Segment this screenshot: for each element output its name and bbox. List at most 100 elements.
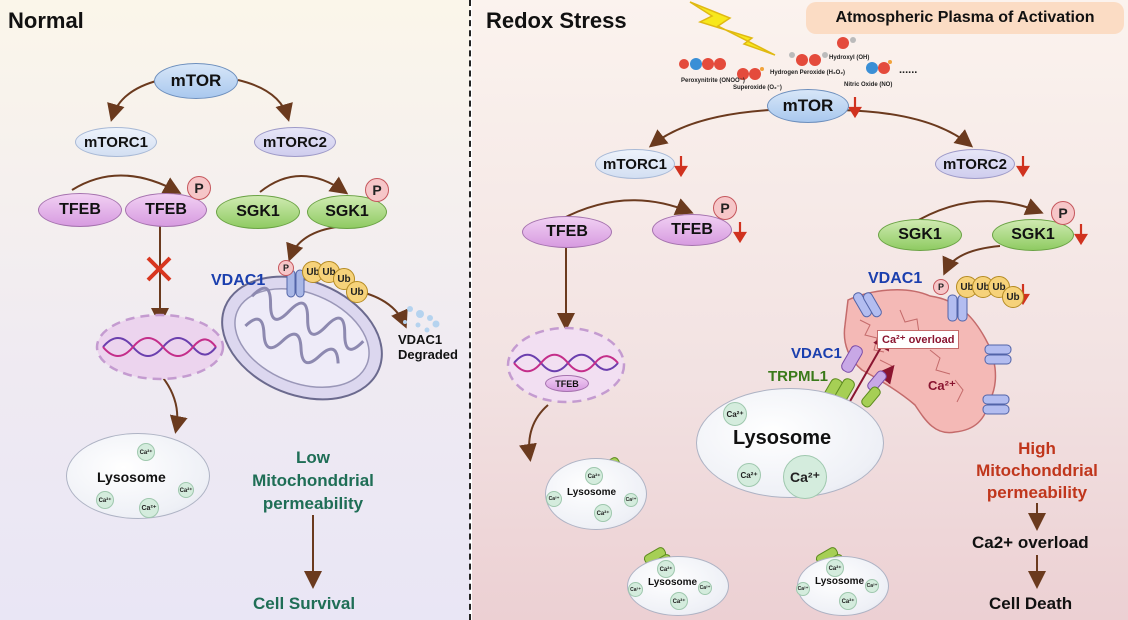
- phosphate-badge-tfeb-stress: P: [713, 196, 737, 220]
- vdac1-phosphate-badge-stress: P: [933, 279, 949, 295]
- calcium-ion-small: Ca²⁺: [585, 467, 603, 485]
- vdac1-label: VDAC1: [211, 272, 266, 289]
- arrow-sgk1-phos: [259, 175, 349, 195]
- arrow-s-tfeb-phos: [559, 198, 694, 221]
- lightning-icon: [689, 1, 776, 56]
- vdac1-degraded-line1: VDAC1: [398, 332, 443, 347]
- dna-icon-stress: [513, 353, 619, 373]
- ubiquitin-stress-4: Ub: [1002, 286, 1024, 308]
- mtorc2-node-stress: mTORC2: [935, 149, 1015, 179]
- low-permeability-label: Low Mitochonddrial permeability: [233, 446, 393, 515]
- cell-survival-label: Cell Survival: [253, 594, 356, 613]
- lysosome-small-3-label: Lysosome: [815, 576, 865, 587]
- arrow-s-mtor-mtorc2: [839, 109, 974, 148]
- calcium-ion-small: Ca²⁺: [628, 582, 643, 597]
- mtorc1-node-stress: mTORC1: [595, 149, 675, 179]
- mitochondrion: [221, 275, 383, 401]
- arrow-nucleus-lysosome: [159, 373, 188, 434]
- calcium-ion-small: Ca²⁺: [698, 581, 712, 595]
- nitric-oxide-label: Nitric Oxide (NO): [844, 82, 893, 88]
- more-ros-ellipsis: ......: [899, 64, 918, 76]
- vdac1-channel-icon: [286, 269, 305, 298]
- mitochondrion-cracks: [859, 309, 964, 403]
- degraded-fragments-icon: [403, 306, 440, 333]
- nucleus: [95, 313, 225, 381]
- arrow-s-sgk1-phos: [909, 198, 1044, 226]
- calcium-ion: Ca²⁺: [178, 482, 194, 498]
- lysosome-small-2: [627, 556, 729, 616]
- calcium-ion-small: Ca²⁺: [594, 504, 612, 522]
- sgk1-node: SGK1: [216, 195, 300, 229]
- arrow-s-nucleus-lysosome: [519, 404, 549, 462]
- tfeb-phosphorylated-node-stress: TFEB: [652, 214, 732, 246]
- calcium-ion-small: Ca²⁺: [670, 592, 688, 610]
- vdac1-channel-icon-stress: [853, 292, 1012, 415]
- arrow-ub-degraded: [364, 292, 408, 329]
- calcium-ion-small: Ca²⁺: [865, 579, 879, 593]
- vdac1-degraded-line2: Degraded: [398, 347, 458, 362]
- hydroxyl-label: Hydroxyl (OH): [829, 55, 870, 61]
- calcium-ion: Ca²⁺: [139, 498, 159, 518]
- calcium-ion-stress: Ca²⁺: [723, 402, 747, 426]
- cell-death-label: Cell Death: [989, 594, 1073, 613]
- phosphate-badge-sgk1-stress: P: [1051, 201, 1075, 225]
- mtor-node-stress: mTOR: [767, 89, 849, 123]
- mtor-node: mTOR: [154, 63, 238, 99]
- low-permeability-line2: Mitochonddrial: [252, 471, 374, 490]
- superoxide-label: Superoxide (O₂⁻): [733, 85, 782, 91]
- low-permeability-line1: Low: [296, 448, 330, 467]
- calcium-ion-small: Ca²⁺: [839, 592, 857, 610]
- calcium-ion-stress-large: Ca²⁺: [783, 455, 827, 499]
- vdac1-degraded-label: VDAC1 Degraded: [398, 332, 458, 362]
- arrow-mtor-mtorc1: [107, 79, 161, 122]
- lysosome-label: Lysosome: [97, 469, 166, 485]
- lysosome-large-label: Lysosome: [733, 427, 832, 449]
- calcium-ion-small: Ca²⁺: [624, 493, 638, 507]
- high-permeability-label: High Mitochonddrial permeability: [957, 438, 1117, 504]
- arrow-s-sgk1-vdac: [942, 245, 1001, 276]
- tfeb-node: TFEB: [38, 193, 122, 227]
- vdac1-label-complex: VDAC1: [791, 345, 842, 362]
- calcium-ion-small: Ca²⁺: [546, 491, 562, 507]
- phosphate-badge: P: [187, 176, 211, 200]
- panel-title-normal: Normal: [8, 8, 84, 33]
- ubiquitin-4: Ub: [346, 281, 368, 303]
- hydrogen-peroxide-label: Hydrogen Peroxide (H₂O₂): [770, 70, 846, 76]
- damaged-mitochondrion: [843, 289, 997, 434]
- plasma-label: Atmospheric Plasma of Activation: [806, 2, 1124, 34]
- tfeb-nuclear-node: TFEB: [545, 375, 589, 392]
- calcium-ion-small: Ca²⁺: [826, 559, 844, 577]
- arrow-sgk1-vdac: [286, 225, 346, 262]
- panel-title-redox-stress: Redox Stress: [486, 8, 627, 33]
- lysosome-small-1-label: Lysosome: [567, 487, 617, 498]
- peroxynitrite-label: Peroxynitrite (ONOO⁻): [681, 78, 745, 84]
- mtorc1-node: mTORC1: [75, 127, 157, 157]
- vdac1-label-stress: VDAC1: [868, 270, 923, 287]
- ca2-overload-label: Ca2+ overload: [972, 533, 1089, 552]
- phosphate-badge-sgk1: P: [365, 178, 389, 202]
- calcium-ion-stress: Ca²⁺: [737, 463, 761, 487]
- ca-label-mito: Ca²⁺: [928, 378, 956, 393]
- ros-molecules-icon: [679, 37, 892, 80]
- high-permeability-line1: High: [1018, 439, 1056, 458]
- calcium-ion-small: Ca²⁺: [796, 582, 810, 596]
- calcium-ion-small: Ca²⁺: [657, 560, 675, 578]
- dna-icon: [102, 337, 217, 357]
- vdac1-phosphate-badge: P: [278, 260, 294, 276]
- panel-divider: [469, 0, 471, 620]
- blocked-x-icon: [146, 256, 172, 282]
- trpml1-label: TRPML1: [768, 368, 828, 385]
- calcium-ion: Ca²⁺: [137, 443, 155, 461]
- low-permeability-line3: permeability: [262, 494, 364, 513]
- sgk1-node-stress: SGK1: [878, 219, 962, 251]
- arrow-s-mtor-mtorc1: [648, 109, 771, 148]
- mtorc2-node: mTORC2: [254, 127, 336, 157]
- arrow-tfeb-phos: [71, 174, 182, 194]
- calcium-ion: Ca²⁺: [96, 491, 114, 509]
- tfeb-node-stress: TFEB: [522, 216, 612, 248]
- lysosome-small-2-label: Lysosome: [648, 577, 698, 588]
- arrow-mtor-mtorc2: [237, 79, 293, 122]
- high-permeability-line3: permeability: [986, 483, 1088, 502]
- high-permeability-line2: Mitochonddrial: [976, 461, 1098, 480]
